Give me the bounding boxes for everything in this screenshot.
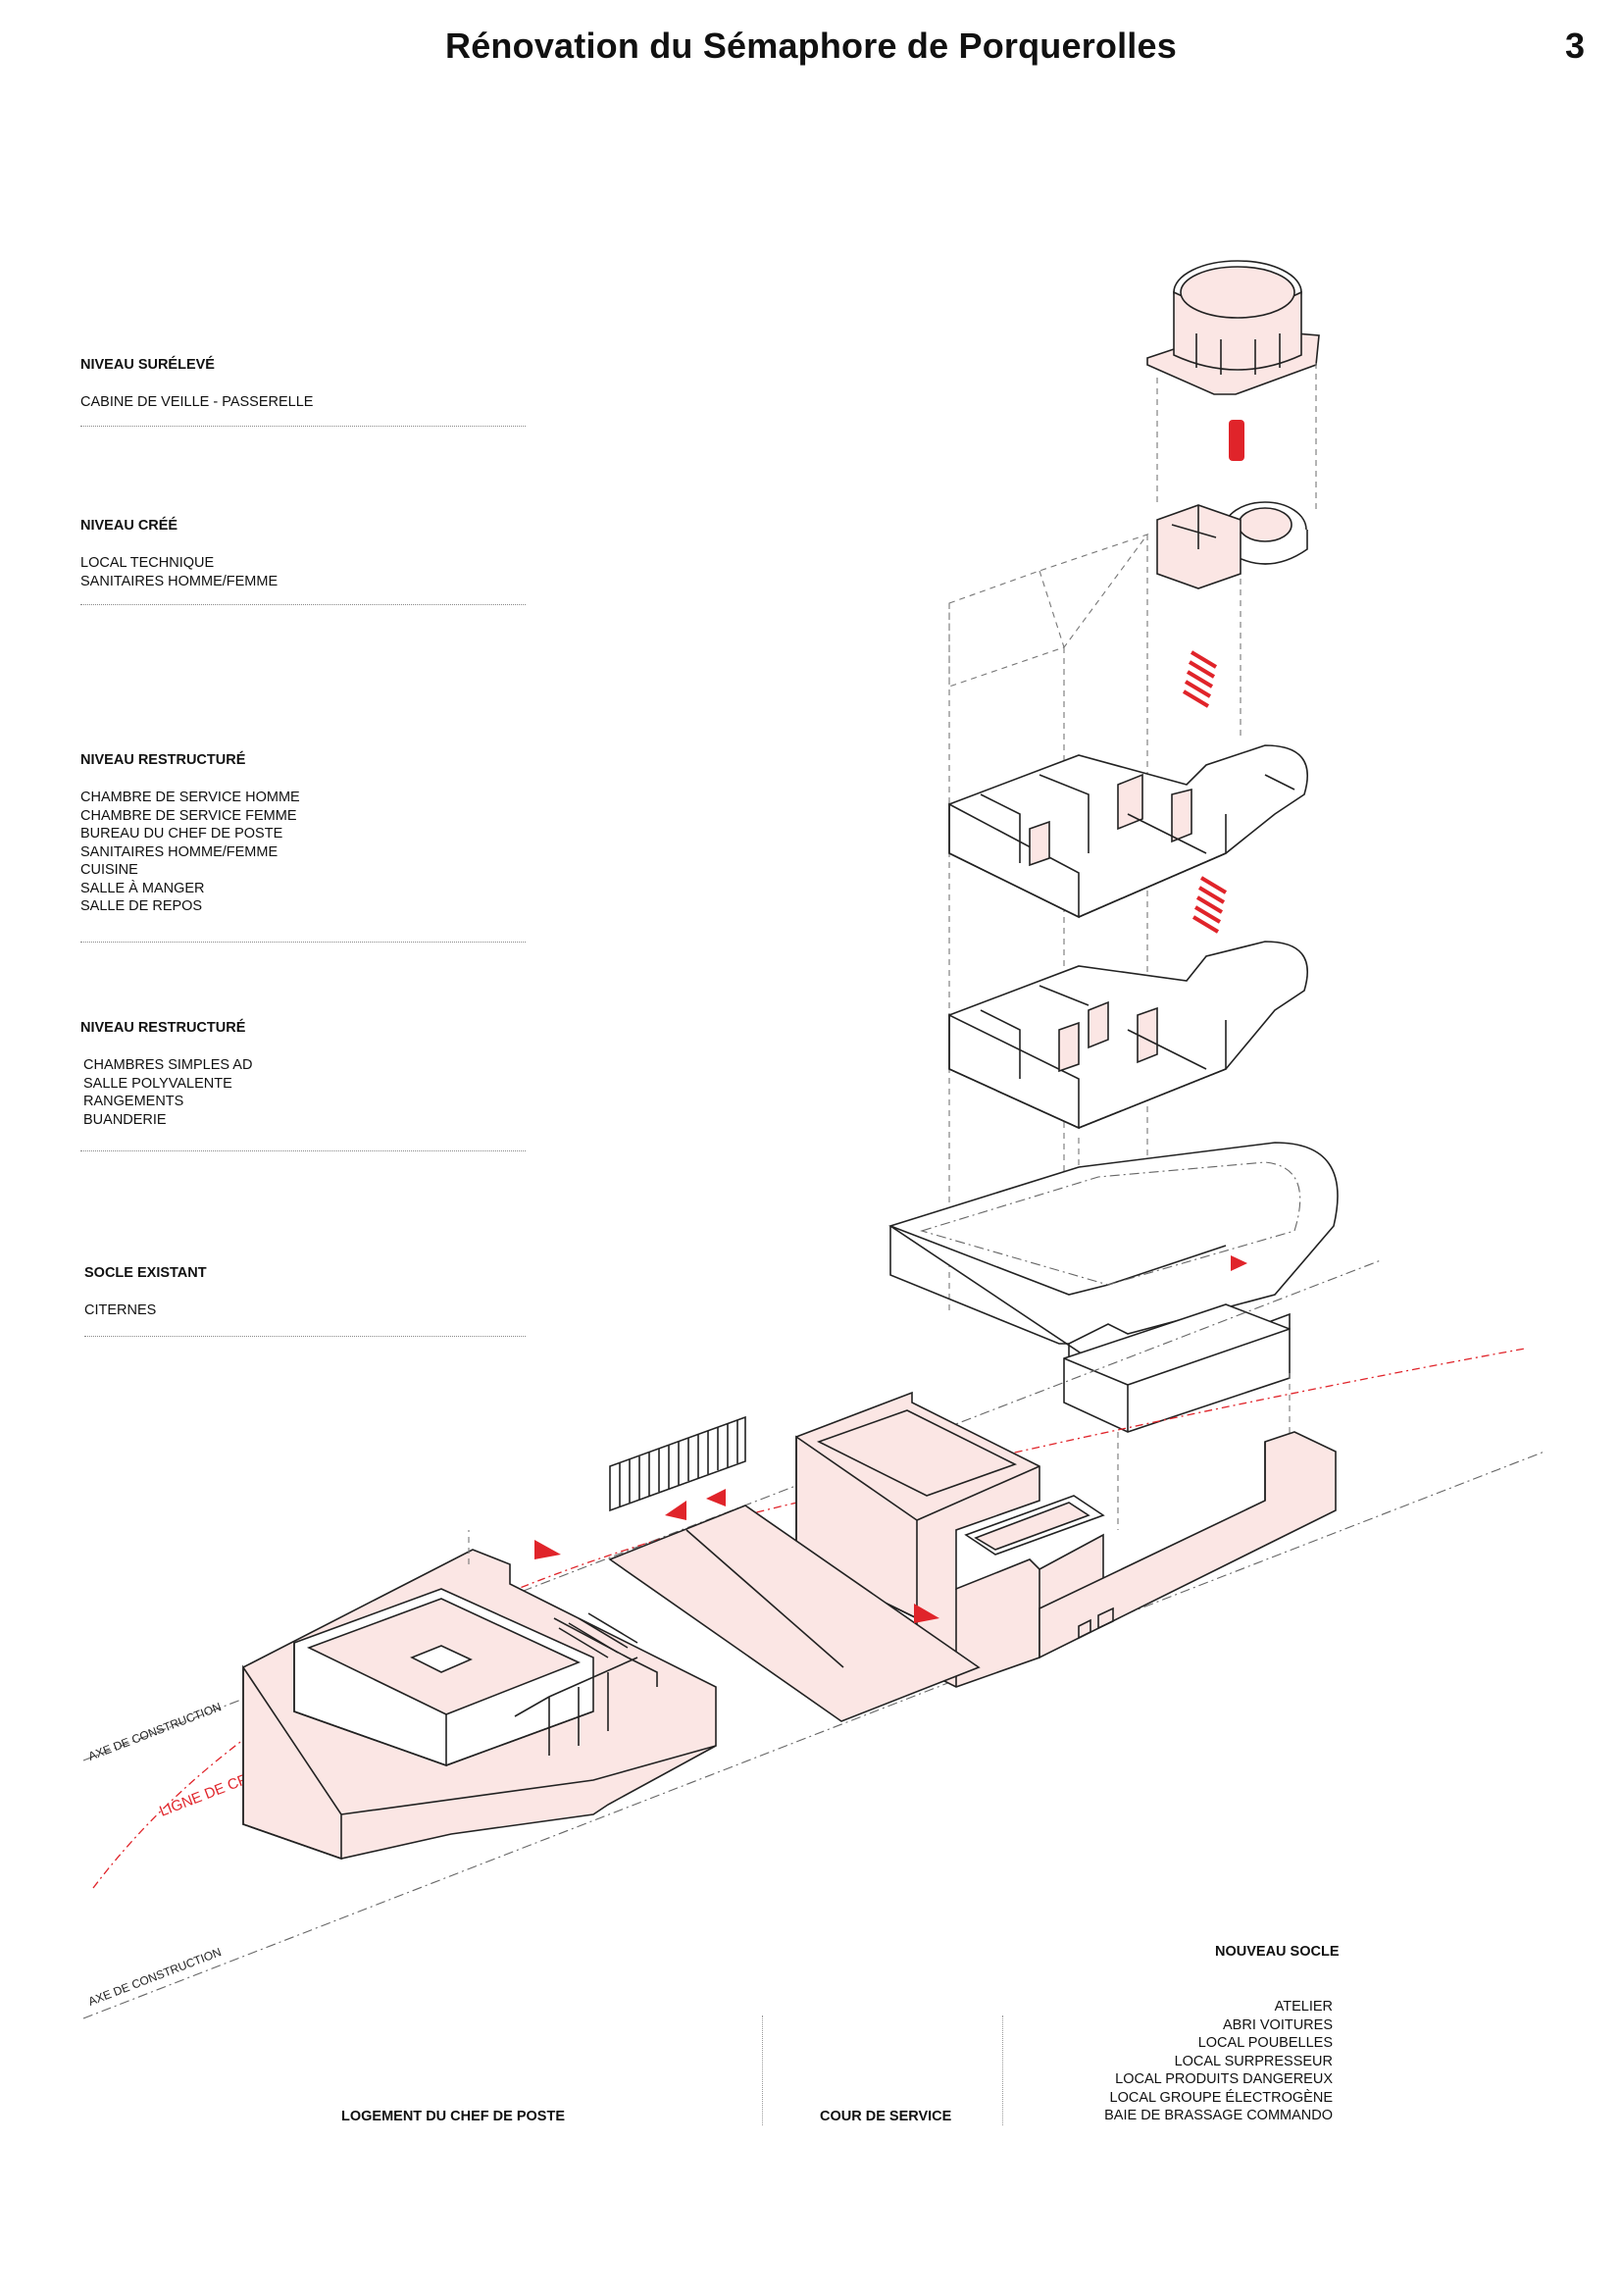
level-item: RANGEMENTS xyxy=(83,1094,184,1109)
axe-construction-line-2 xyxy=(82,1451,1546,2019)
level-item: SANITAIRES HOMME/FEMME xyxy=(80,843,279,860)
logement-chef-de-poste xyxy=(242,1549,717,1861)
socle-item: LOCAL GROUPE ÉLECTROGÈNE xyxy=(1109,2089,1334,2106)
nouveau-socle-heading: NOUVEAU SOCLE xyxy=(1215,1944,1340,1960)
socle-item: LOCAL POUBELLES xyxy=(1197,2035,1333,2051)
cour-divider xyxy=(685,1529,844,1668)
dashed-alignment-lines-2 xyxy=(1078,1138,1291,1530)
level-item: SALLE POLYVALENTE xyxy=(83,1075,232,1092)
level-item: CHAMBRES SIMPLES AD xyxy=(83,1057,253,1073)
red-column-marker xyxy=(1229,420,1244,461)
logement-label: LOGEMENT DU CHEF DE POSTE xyxy=(341,2109,565,2124)
page-title: Rénovation du Sémaphore de Porquerolles xyxy=(445,26,1177,66)
level-item: CUISINE xyxy=(80,862,138,878)
bottom-separator-1 xyxy=(762,2015,763,2125)
level-niveau-cree: NIVEAU CRÉÉ LOCAL TECHNIQUE SANITAIRES H… xyxy=(80,518,526,605)
level-item: SANITAIRES HOMME/FEMME xyxy=(80,573,279,589)
level-item: CITERNES xyxy=(84,1302,157,1318)
bottom-separator-2 xyxy=(1002,2015,1003,2125)
level-item: CHAMBRE DE SERVICE HOMME xyxy=(80,790,300,805)
level-heading: NIVEAU RESTRUCTURÉ xyxy=(80,1020,246,1036)
red-direction-markers xyxy=(534,1489,939,1623)
socle-item: ABRI VOITURES xyxy=(1223,2016,1333,2033)
level-heading: SOCLE EXISTANT xyxy=(84,1265,207,1281)
level-separator xyxy=(80,941,526,943)
level-heading: NIVEAU CRÉÉ xyxy=(80,518,178,534)
red-stair-marker-1 xyxy=(1182,650,1218,708)
level-socle-existant: SOCLE EXISTANT CITERNES xyxy=(84,1265,526,1337)
niveau-restructure-1-plan xyxy=(948,744,1308,919)
level-heading: NIVEAU RESTRUCTURÉ xyxy=(80,752,246,768)
dashed-alignment-lines xyxy=(1156,363,1317,736)
level-separator xyxy=(80,1150,526,1151)
level-item: BUREAU DU CHEF DE POSTE xyxy=(80,826,283,842)
socle-item: LOCAL PRODUITS DANGEREUX xyxy=(1115,2071,1333,2087)
niveau-cree-volume xyxy=(1156,501,1308,589)
socle-item: ATELIER xyxy=(1274,1999,1333,2015)
socle-item: BAIE DE BRASSAGE COMMANDO xyxy=(1104,2108,1333,2123)
nouveau-socle-buildings xyxy=(795,1391,1337,1688)
axe-construction-label-1: AXE DE CONSTRUCTION xyxy=(86,1700,223,1763)
level-item: CHAMBRE DE SERVICE FEMME xyxy=(80,807,297,824)
level-item: SALLE À MANGER xyxy=(80,880,205,896)
nouveau-socle-list: ATELIER ABRI VOITURES LOCAL POUBELLES LO… xyxy=(1104,1998,1333,2125)
page-number: 3 xyxy=(1564,26,1585,66)
socle-existant-volume xyxy=(888,1142,1339,1433)
level-item: LOCAL TECHNIQUE xyxy=(80,555,215,571)
cabine-de-veille xyxy=(1146,260,1320,395)
cour-de-service-plane xyxy=(608,1505,981,1722)
level-item: CABINE DE VEILLE - PASSERELLE xyxy=(80,394,314,410)
level-separator xyxy=(84,1335,526,1337)
level-separator xyxy=(80,425,526,427)
axe-construction-label-2: AXE DE CONSTRUCTION xyxy=(86,1945,223,2009)
level-niveau-sureleve: NIVEAU SURÉLEVÉ CABINE DE VEILLE - PASSE… xyxy=(80,357,526,427)
level-heading: NIVEAU SURÉLEVÉ xyxy=(80,357,215,373)
socle-item: LOCAL SURPRESSEUR xyxy=(1174,2053,1333,2069)
level-niveau-restructure-2: NIVEAU RESTRUCTURÉ CHAMBRES SIMPLES AD S… xyxy=(80,1020,526,1151)
fence-screen xyxy=(609,1415,746,1512)
cour-de-service-label: COUR DE SERVICE xyxy=(820,2109,952,2124)
level-niveau-restructure-1: NIVEAU RESTRUCTURÉ CHAMBRE DE SERVICE HO… xyxy=(80,752,526,943)
niveau-restructure-2-plan xyxy=(948,941,1308,1130)
level-item: SALLE DE REPOS xyxy=(80,898,203,914)
level-separator xyxy=(80,604,526,605)
red-stair-marker-2 xyxy=(1191,876,1228,934)
level-item: BUANDERIE xyxy=(83,1111,167,1128)
